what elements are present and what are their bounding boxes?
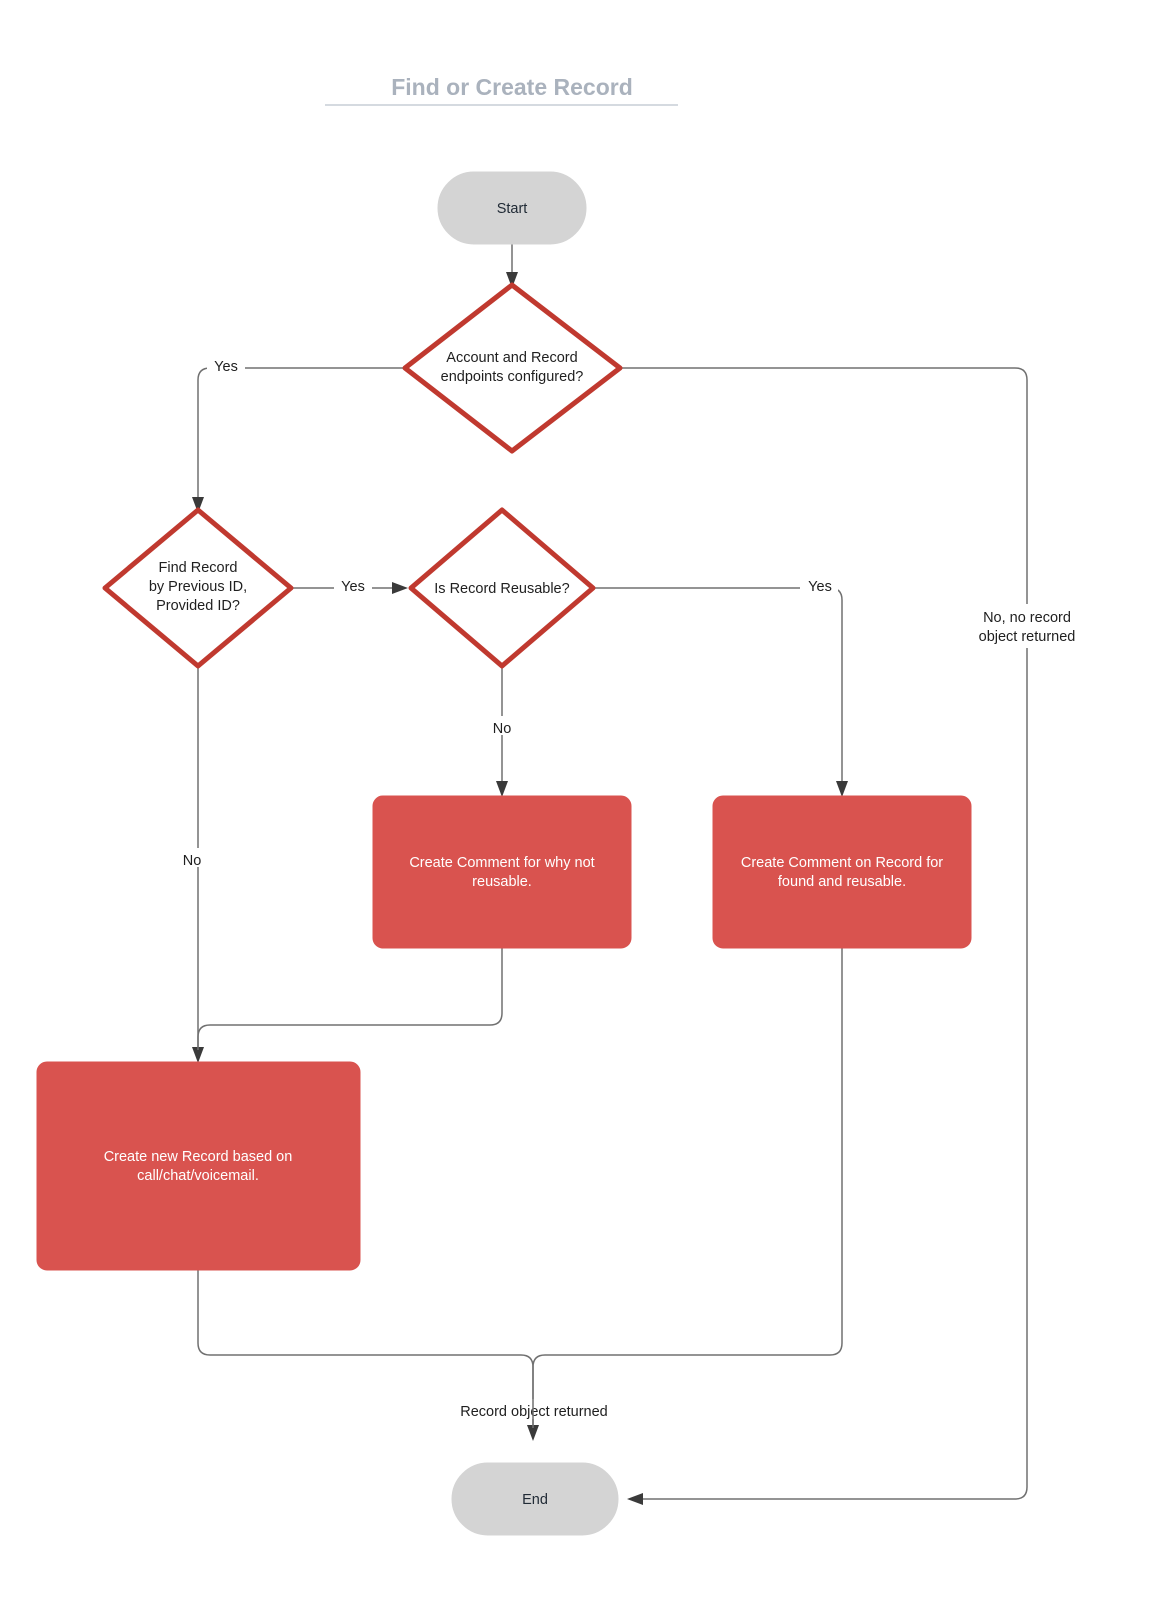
decision-endpoints-label-line1: Account and Record: [446, 350, 577, 366]
start-shape[interactable]: [437, 171, 587, 245]
arrowhead-icon: [627, 1493, 643, 1505]
process-comment-why-not-label-line2: reusable.: [472, 874, 532, 890]
node-decision-is-record-reusable[interactable]: Is Record Reusable?: [408, 507, 596, 669]
decision-find-record-shape[interactable]: [102, 507, 294, 669]
edge-label-backdrop: [444, 1399, 624, 1419]
edge-start-to-endpoints: [506, 243, 518, 288]
diagram-title-group: Find or Create Record: [325, 74, 678, 106]
page-title: Find or Create Record: [391, 74, 633, 100]
edge-comment-why-not-to-create-record: [197, 948, 503, 1050]
decision-reusable-label: Is Record Reusable?: [434, 581, 569, 597]
process-comment-why-not-label-line1: Create Comment for why not: [409, 855, 594, 871]
edge-label-record-object-returned: Record object returned: [460, 1404, 608, 1420]
edge-label-yes-endpoints: Yes: [214, 359, 238, 375]
node-start[interactable]: Start: [437, 171, 587, 245]
edge-find-record-yes: Yes: [291, 576, 408, 595]
arrowhead-icon: [392, 582, 408, 594]
process-create-record-shape[interactable]: [36, 1061, 361, 1271]
edge-label-no-reusable: No: [493, 721, 512, 737]
node-process-comment-found-reusable[interactable]: Create Comment on Record for found and r…: [712, 795, 972, 949]
arrowhead-icon: [496, 781, 508, 797]
node-decision-find-record[interactable]: Find Record by Previous ID, Provided ID?: [102, 507, 294, 669]
decision-endpoints-label-line2: endpoints configured?: [441, 369, 584, 385]
edge-label-backdrop: [334, 576, 372, 595]
edge-label-backdrop: [484, 716, 518, 735]
process-comment-found-label-line1: Create Comment on Record for: [741, 855, 943, 871]
edge-label-no-record-line2: object returned: [979, 629, 1076, 645]
arrowhead-icon: [506, 272, 518, 288]
arrowhead-icon: [192, 497, 204, 513]
edge-reusable-yes: Yes: [593, 576, 848, 797]
process-comment-found-label-line2: found and reusable.: [778, 874, 906, 890]
start-label: Start: [497, 201, 528, 217]
process-create-record-label-line2: call/chat/voicemail.: [137, 1168, 259, 1184]
process-comment-why-not-shape[interactable]: [372, 795, 632, 949]
node-process-comment-why-not-reusable[interactable]: Create Comment for why not reusable.: [372, 795, 632, 949]
edge-endpoints-yes: Yes: [192, 356, 405, 513]
process-create-record-label-line1: Create new Record based on: [104, 1149, 293, 1165]
edge-label-no-record-line1: No, no record: [983, 610, 1071, 626]
edge-merge-to-end: Record object returned: [197, 1270, 624, 1441]
node-decision-endpoints-configured[interactable]: Account and Record endpoints configured?: [402, 282, 623, 454]
arrowhead-icon: [836, 781, 848, 797]
edge-label-yes-find-record: Yes: [341, 579, 365, 595]
decision-endpoints-shape[interactable]: [402, 282, 623, 454]
edge-label-backdrop: [207, 356, 245, 375]
arrowhead-icon: [192, 1047, 204, 1063]
edge-label-backdrop: [800, 576, 838, 595]
end-label: End: [522, 1492, 548, 1508]
edge-label-backdrop: [174, 848, 206, 867]
decision-find-record-label-line1: Find Record: [159, 560, 238, 576]
edge-label-yes-reusable: Yes: [808, 579, 832, 595]
decision-reusable-shape[interactable]: [408, 507, 596, 669]
end-shape[interactable]: [451, 1462, 619, 1536]
edge-label-backdrop: [962, 604, 1092, 648]
edge-reusable-no: No: [484, 666, 518, 797]
arrowhead-icon: [527, 1425, 539, 1441]
edge-find-record-no: No: [174, 666, 206, 1063]
node-process-create-new-record[interactable]: Create new Record based on call/chat/voi…: [36, 1061, 361, 1271]
decision-find-record-label-line3: Provided ID?: [156, 598, 240, 614]
decision-find-record-label-line2: by Previous ID,: [149, 579, 247, 595]
process-comment-found-shape[interactable]: [712, 795, 972, 949]
edge-endpoints-no: No, no record object returned: [620, 367, 1092, 1505]
edge-comment-found-to-merge: [532, 948, 843, 1428]
node-end[interactable]: End: [451, 1462, 619, 1536]
edge-label-no-find-record: No: [183, 853, 202, 869]
